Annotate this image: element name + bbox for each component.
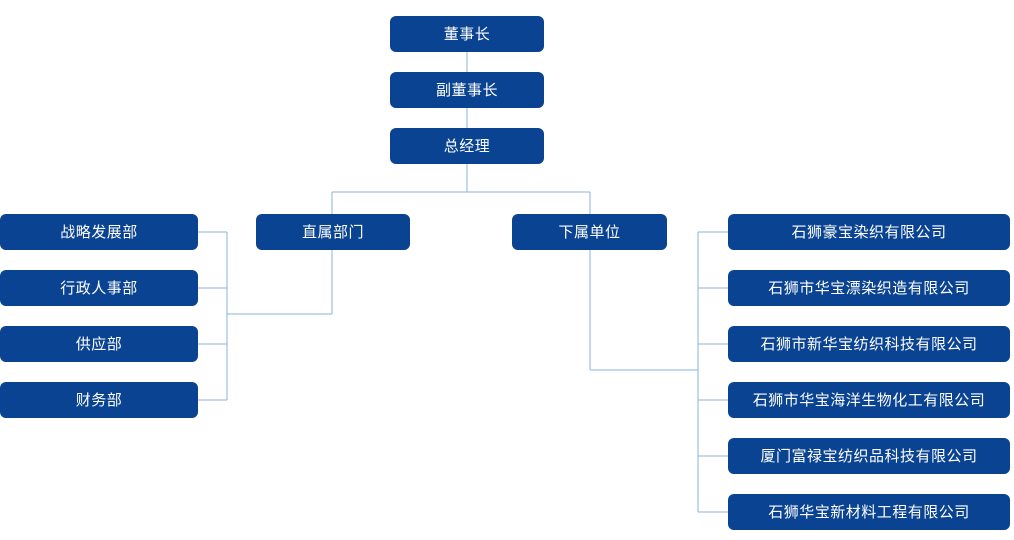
node-company-label: 石狮华宝新材料工程有限公司 [768, 503, 970, 521]
node-department[interactable]: 财务部 [0, 382, 198, 418]
node-department-label: 供应部 [75, 335, 123, 353]
node-company[interactable]: 石狮豪宝染织有限公司 [728, 214, 1010, 250]
node-company-label: 石狮市新华宝纺织科技有限公司 [760, 335, 978, 353]
node-company[interactable]: 石狮市华宝海洋生物化工有限公司 [728, 382, 1010, 418]
node-general-manager-label: 总经理 [443, 137, 491, 155]
node-subordinate-units-label: 下属单位 [558, 223, 621, 241]
node-company[interactable]: 厦门富禄宝纺织品科技有限公司 [728, 438, 1010, 474]
node-department-label: 行政人事部 [60, 279, 138, 297]
node-department[interactable]: 战略发展部 [0, 214, 198, 250]
node-company-label: 石狮豪宝染织有限公司 [791, 223, 947, 241]
node-department-label: 战略发展部 [60, 223, 138, 241]
node-department-label: 财务部 [75, 391, 123, 409]
node-department[interactable]: 行政人事部 [0, 270, 198, 306]
node-vice-chairman-label: 副董事长 [435, 81, 498, 99]
node-vice-chairman[interactable]: 副董事长 [390, 72, 544, 108]
node-company-label: 厦门富禄宝纺织品科技有限公司 [760, 447, 978, 465]
node-department[interactable]: 供应部 [0, 326, 198, 362]
node-company-label: 石狮市华宝漂染织造有限公司 [768, 279, 970, 297]
node-chairman-label: 董事长 [443, 25, 491, 43]
node-company[interactable]: 石狮市新华宝纺织科技有限公司 [728, 326, 1010, 362]
node-subordinate-units[interactable]: 下属单位 [512, 214, 667, 250]
node-direct-departments[interactable]: 直属部门 [256, 214, 410, 250]
node-company[interactable]: 石狮市华宝漂染织造有限公司 [728, 270, 1010, 306]
node-chairman[interactable]: 董事长 [390, 16, 544, 52]
node-company[interactable]: 石狮华宝新材料工程有限公司 [728, 494, 1010, 530]
node-direct-departments-label: 直属部门 [301, 223, 364, 241]
node-company-label: 石狮市华宝海洋生物化工有限公司 [752, 391, 986, 409]
node-general-manager[interactable]: 总经理 [390, 128, 544, 164]
